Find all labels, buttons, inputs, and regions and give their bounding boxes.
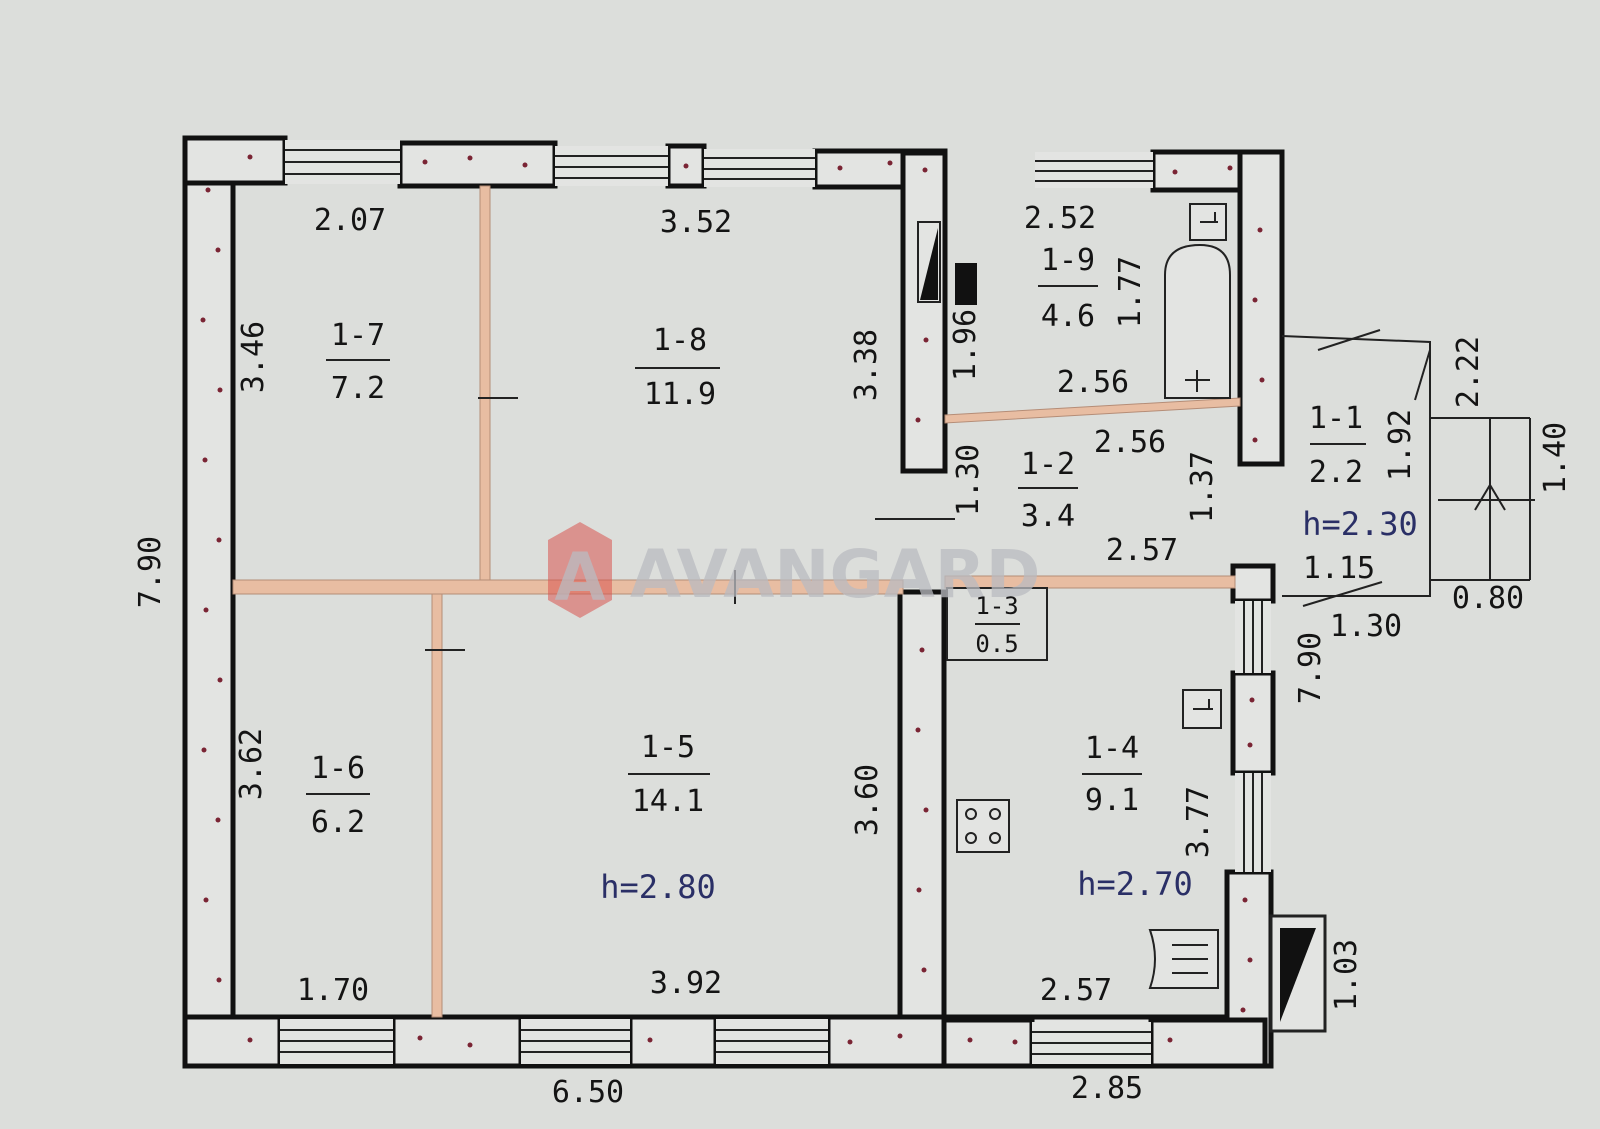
dimension: 2.56 [1057, 365, 1129, 400]
room-id: 1-4 [1085, 731, 1139, 766]
room-area: 6.2 [311, 805, 365, 840]
sink-icon [1189, 203, 1227, 241]
dimension-labels: 2.07 3.52 2.52 3.46 3.38 1.96 1.77 2.56 … [133, 201, 1573, 1110]
room-area: 11.9 [644, 377, 716, 412]
partitions [232, 185, 1241, 1018]
room-id: 1-3 [975, 592, 1018, 620]
dimension: 3.60 [850, 764, 885, 836]
room-1-6: 1-6 6.2 [306, 751, 370, 840]
room-1-2: 1-2 3.4 [1018, 447, 1078, 534]
room-1-9: 1-9 4.6 [1038, 243, 1098, 334]
room-1-5: 1-5 14.1 [628, 730, 710, 819]
dimension: 3.38 [849, 329, 884, 401]
height-label: h=2.30 [1302, 505, 1418, 543]
watermark: A AVANGARD [548, 522, 1040, 618]
height-label: h=2.80 [600, 868, 716, 906]
watermark-logo-icon [548, 522, 612, 618]
dimension: 1.40 [1538, 422, 1573, 494]
room-1-4: 1-4 9.1 [1082, 731, 1142, 818]
dimension: 3.62 [234, 728, 269, 800]
dimension: 1.30 [951, 444, 986, 516]
watermark-brand: AVANGARD [630, 536, 1040, 613]
room-id: 1-9 [1041, 243, 1095, 278]
dimension: 2.57 [1040, 973, 1112, 1008]
room-id: 1-1 [1309, 401, 1363, 436]
dimension: 3.46 [236, 321, 271, 393]
dimension: 6.50 [552, 1075, 624, 1110]
room-1-3-outline [946, 587, 1048, 661]
wall-dots [200, 154, 1265, 1048]
dimension: 1.30 [1330, 609, 1402, 644]
dimension: 1.70 [297, 973, 369, 1008]
annex [1281, 329, 1535, 607]
room-id: 1-6 [311, 751, 365, 786]
room-1-1: 1-1 2.2 [1309, 401, 1366, 490]
dimension: 2.07 [314, 203, 386, 238]
sink-icon-kitchen [1182, 689, 1222, 729]
room-1-8: 1-8 11.9 [635, 323, 720, 412]
room-id: 1-2 [1021, 447, 1075, 482]
dimension: 2.57 [1106, 533, 1178, 568]
dimension: 1.92 [1383, 409, 1418, 481]
dimension: 2.52 [1024, 201, 1096, 236]
room-area: 3.4 [1021, 499, 1075, 534]
kitchen-sink-icon [1148, 929, 1219, 989]
room-area: 0.5 [975, 630, 1018, 658]
room-id: 1-5 [641, 730, 695, 765]
room-1-3: 1-3 0.5 [975, 592, 1020, 658]
chimney-icon [917, 221, 1327, 1033]
bathtub-icon [1164, 243, 1231, 399]
dimension: 1.96 [948, 309, 983, 381]
dimension: 1.37 [1185, 451, 1220, 523]
dimension: 1.77 [1113, 256, 1148, 328]
dimension: 3.77 [1181, 786, 1216, 858]
room-area: 14.1 [632, 784, 704, 819]
dimension: 3.52 [660, 205, 732, 240]
room-id: 1-8 [653, 323, 707, 358]
watermark-letter: A [554, 539, 605, 616]
room-area: 9.1 [1085, 783, 1139, 818]
windows [280, 140, 1271, 1064]
height-label: h=2.70 [1077, 865, 1193, 903]
room-labels: 1-7 7.2 1-8 11.9 1-9 4.6 1-2 3.4 1-1 2.2… [306, 243, 1366, 840]
dimension: 0.80 [1452, 581, 1524, 616]
dimension: 1.03 [1329, 939, 1364, 1011]
room-area: 4.6 [1041, 299, 1095, 334]
room-1-7: 1-7 7.2 [326, 318, 390, 406]
dimension: 2.22 [1451, 336, 1486, 408]
dimension: 2.56 [1094, 425, 1166, 460]
room-area: 2.2 [1309, 455, 1363, 490]
room-id: 1-7 [331, 318, 385, 353]
dimension: 7.90 [1293, 632, 1328, 704]
dimension: 3.92 [650, 966, 722, 1001]
dimension: 2.85 [1071, 1071, 1143, 1106]
ceiling-heights: h=2.80 h=2.70 h=2.30 [600, 505, 1418, 906]
dimension: 1.15 [1303, 551, 1375, 586]
stove-icon [956, 799, 1010, 853]
dimension: 7.90 [133, 536, 168, 608]
room-area: 7.2 [331, 371, 385, 406]
